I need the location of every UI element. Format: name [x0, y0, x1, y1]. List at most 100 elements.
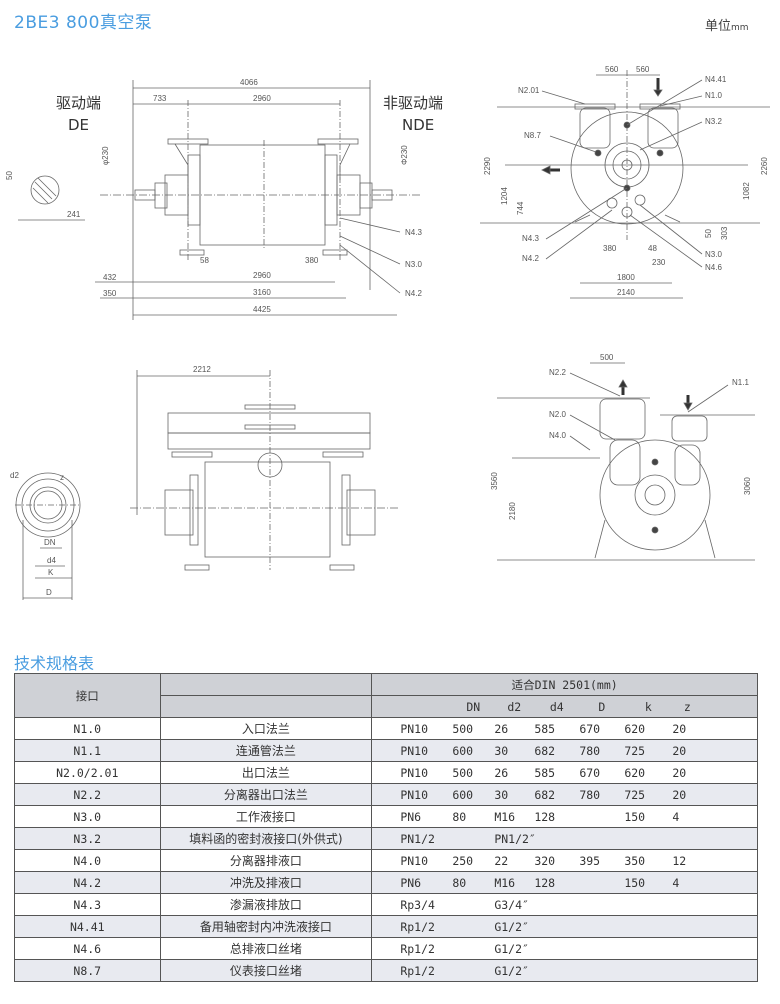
cell-d2: M16: [494, 809, 516, 824]
cell-dn: 600: [452, 743, 474, 758]
cell-pn: Rp1/2: [400, 963, 435, 978]
dim-432: 432: [103, 273, 117, 282]
callout-n32: N3.2: [705, 117, 722, 126]
subheader-k: k: [644, 699, 652, 714]
flange-detail-drawing: d2 z DN d4 K D: [10, 471, 81, 600]
cell-port: N2.0/2.01: [14, 761, 161, 784]
cell-name: 备用轴密封内冲洗液接口: [159, 915, 373, 938]
flange-label-z: z: [60, 473, 64, 482]
dim-560-right: 560: [636, 65, 650, 74]
dim-50-key: 50: [5, 171, 14, 180]
cell-port: N1.1: [14, 739, 161, 762]
cell-dn: 80: [452, 875, 467, 890]
non-drive-end-en: NDE: [402, 116, 434, 134]
cell-k: 150: [624, 875, 646, 890]
unit-text: 单位: [705, 19, 732, 34]
cell-D: 670: [579, 765, 601, 780]
side-view-drawing: 驱动端 DE 非驱动端 NDE 4066 733 2960 φ230 Φ230: [5, 78, 443, 320]
dim-230: 230: [652, 258, 666, 267]
cell-k: 620: [624, 721, 646, 736]
cell-pn: Rp1/2: [400, 919, 435, 934]
cell-d4: 585: [534, 765, 556, 780]
callout-n43-side: N4.3: [405, 228, 422, 237]
end-view-drawing: 560 560 2290 1204 744 2260 1082 50 303 3…: [480, 65, 770, 299]
header-name-top: [159, 673, 373, 696]
dim-2290: 2290: [483, 157, 492, 175]
cell-pn: PN10: [400, 743, 429, 758]
header-name-bottom: [159, 695, 373, 718]
cell-d2: G1/2″: [494, 963, 529, 978]
callout-n30-end: N3.0: [705, 250, 722, 259]
callout-n42-side: N4.2: [405, 289, 422, 298]
dim-560-left: 560: [605, 65, 619, 74]
cell-z: 12: [672, 853, 687, 868]
unit-suffix: mm: [731, 23, 749, 33]
cell-d4: 128: [534, 875, 556, 890]
subheader-z: z: [683, 699, 691, 714]
spec-table-title: 技术规格表: [14, 654, 95, 673]
cell-d4: 682: [534, 743, 556, 758]
dim-350: 350: [103, 289, 117, 298]
cell-d2: G1/2″: [494, 941, 529, 956]
cell-dn: 250: [452, 853, 474, 868]
dim-1082: 1082: [742, 182, 751, 200]
cell-k: 150: [624, 809, 646, 824]
page-title: 2BE3 800真空泵: [14, 13, 153, 33]
flange-label-d4: d4: [47, 556, 56, 565]
cell-d2: 30: [494, 743, 509, 758]
cell-specs: Rp1/2 G1/2″: [371, 937, 758, 960]
cell-d2: 22: [494, 853, 509, 868]
cell-port: N3.0: [14, 805, 161, 828]
cell-port: N4.6: [14, 937, 161, 960]
dim-48: 48: [648, 244, 657, 253]
dim-303: 303: [720, 226, 729, 240]
cell-name: 连通管法兰: [159, 739, 373, 762]
cell-name: 总排液口丝堵: [159, 937, 373, 960]
dim-3060: 3060: [743, 477, 752, 495]
cell-k: 350: [624, 853, 646, 868]
cell-specs: Rp1/2 G1/2″: [371, 959, 758, 982]
header-port: 接口: [14, 673, 161, 718]
cell-pn: Rp1/2: [400, 941, 435, 956]
callout-n43-end: N4.3: [522, 234, 539, 243]
technical-drawings: 驱动端 DE 非驱动端 NDE 4066 733 2960 φ230 Φ230: [5, 65, 770, 600]
cell-port: N1.0: [14, 717, 161, 740]
dim-2140: 2140: [617, 288, 635, 297]
dim-4066: 4066: [240, 78, 258, 87]
flange-label-d: D: [46, 588, 52, 597]
cell-port: N4.3: [14, 893, 161, 916]
drive-end-cn: 驱动端: [56, 94, 101, 112]
dim-3160: 3160: [253, 288, 271, 297]
dim-380-end: 380: [603, 244, 617, 253]
dim-2960-bottom: 2960: [253, 271, 271, 280]
callout-n30-side: N3.0: [405, 260, 422, 269]
dim-2180: 2180: [508, 502, 517, 520]
cell-pn: PN1/2: [400, 831, 435, 846]
cell-name: 工作液接口: [159, 805, 373, 828]
cell-name: 冲洗及排液口: [159, 871, 373, 894]
cell-pn: PN10: [400, 721, 429, 736]
dim-1204: 1204: [500, 187, 509, 205]
subheader-dn: DN: [466, 699, 481, 714]
dim-50-end: 50: [704, 229, 713, 238]
dim-1800: 1800: [617, 273, 635, 282]
dim-744: 744: [516, 201, 525, 215]
cell-dn: 80: [452, 809, 467, 824]
